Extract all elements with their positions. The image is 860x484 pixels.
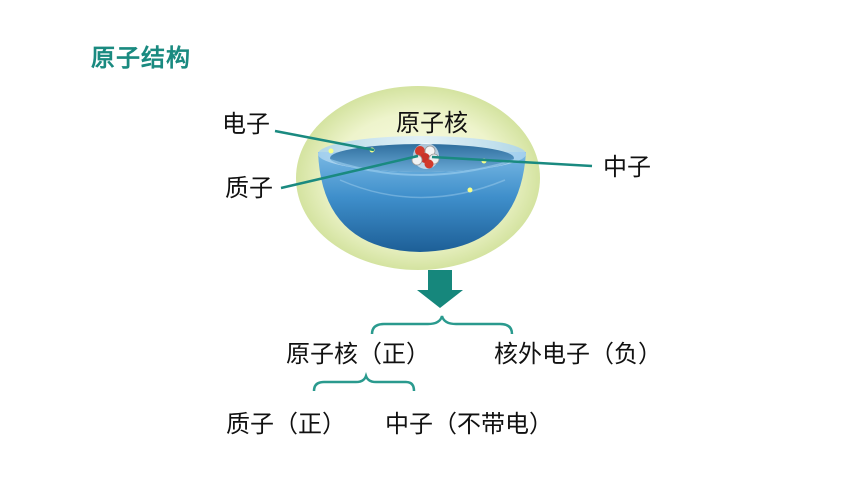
brace-atom	[370, 315, 514, 335]
tree-electrons-negative: 核外电子（负）	[494, 340, 662, 368]
tree-neutron-neutral: 中子（不带电）	[385, 410, 553, 438]
electron-dot	[328, 148, 334, 154]
tree-proton-positive: 质子（正）	[226, 410, 346, 438]
neutron-leader-line	[431, 155, 593, 168]
brace-nucleus	[312, 372, 416, 392]
electron-label: 电子	[222, 110, 270, 138]
hemisphere-bowl	[318, 152, 526, 252]
electron-leader-line	[274, 129, 375, 152]
nucleus-icon	[411, 143, 440, 169]
down-arrow-icon	[417, 270, 463, 308]
neutron-label: 中子	[603, 153, 651, 181]
proton-leader-line	[280, 154, 419, 190]
page-title: 原子结构	[91, 44, 191, 72]
nucleus-label: 原子核	[396, 109, 468, 137]
tree-nucleus-positive: 原子核（正）	[286, 340, 430, 368]
electron-dot	[467, 187, 473, 193]
proton-label: 质子	[225, 174, 273, 202]
